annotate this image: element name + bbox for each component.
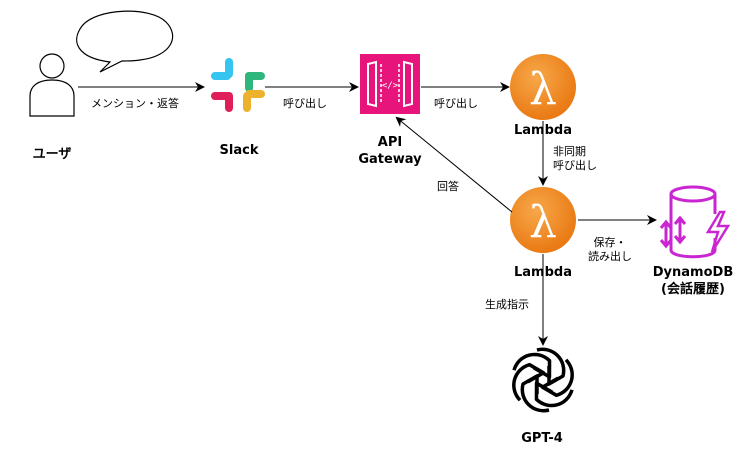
- edge-label-lambda-dynamo-line1: 保存・: [593, 236, 627, 249]
- api-gateway-icon: </>: [360, 54, 420, 114]
- svg-text:</>: </>: [382, 81, 399, 91]
- edge-label-api-lambda: 呼び出し: [434, 97, 478, 111]
- speech-bubble-icon: [76, 10, 174, 73]
- node-label-dynamodb-line2: (会話履歴): [661, 282, 725, 297]
- node-label-lambda-top: Lambda: [514, 123, 572, 138]
- lambda-top-icon: λ: [510, 54, 576, 120]
- edge-label-lambda-api: 回答: [437, 180, 459, 194]
- node-label-api-gateway-line1: API: [377, 135, 403, 150]
- user-icon: [29, 53, 75, 117]
- edge-label-lambda-dynamo: 保存・ 読み出し: [588, 236, 632, 264]
- node-label-slack: Slack: [219, 143, 259, 158]
- edge-lambda-api: [395, 116, 513, 213]
- node-label-dynamodb: DynamoDB (会話履歴): [653, 264, 733, 298]
- openai-icon: [512, 347, 574, 413]
- svg-text:λ: λ: [529, 197, 557, 248]
- node-label-api-gateway-line2: Gateway: [358, 152, 422, 167]
- node-label-api-gateway: API Gateway: [358, 134, 421, 168]
- edge-label-lambda-lambda-line1: 非同期: [553, 145, 586, 158]
- lambda-bottom-icon: λ: [510, 187, 576, 253]
- edge-label-lambda-dynamo-line2: 読み出し: [588, 250, 632, 263]
- edge-label-lambda-lambda: 非同期 呼び出し: [553, 145, 597, 173]
- edge-label-lambda-gpt: 生成指示: [485, 298, 529, 312]
- node-label-dynamodb-line1: DynamoDB: [652, 265, 734, 280]
- edge-label-user-slack: メンション・返答: [91, 97, 179, 111]
- node-label-lambda-bottom: Lambda: [514, 265, 572, 280]
- svg-text:λ: λ: [529, 64, 557, 115]
- node-label-user: ユーザ: [32, 147, 72, 162]
- dynamodb-icon: [659, 185, 731, 259]
- slack-icon: [211, 58, 265, 112]
- edge-label-slack-api: 呼び出し: [283, 97, 327, 111]
- edge-label-lambda-lambda-line2: 呼び出し: [553, 159, 597, 172]
- node-label-gpt: GPT-4: [521, 431, 563, 446]
